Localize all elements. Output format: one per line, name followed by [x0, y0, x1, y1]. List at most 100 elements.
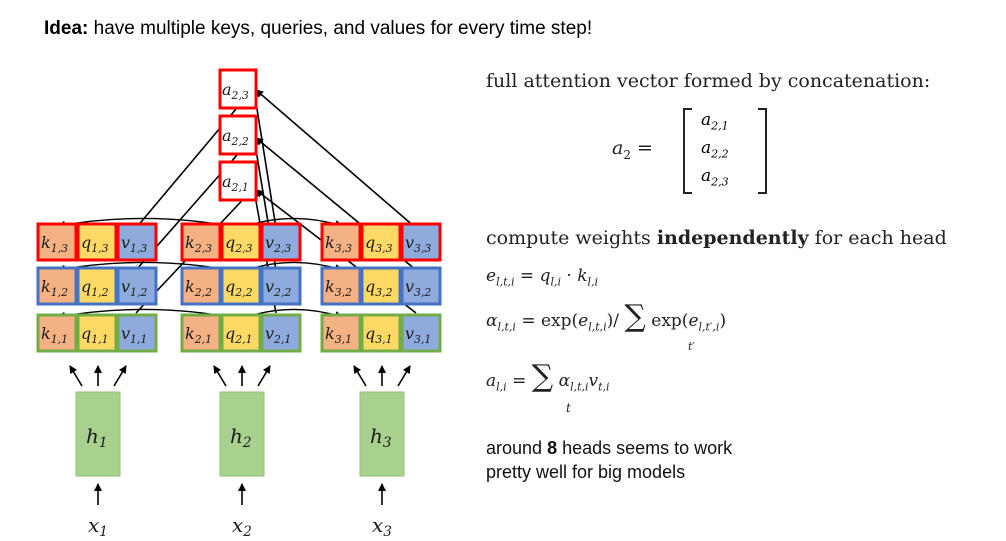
hidden-to-value-3: [397, 365, 411, 387]
cell-label-k-1-1: k1,1: [41, 324, 68, 346]
equation-e: el,t,i = ql,i · kl,i: [486, 266, 599, 289]
weights-bold: independently: [656, 227, 809, 249]
cell-label-v-2-3: v2,3: [265, 233, 291, 255]
cell-label-q-2-1: q2,1: [225, 324, 253, 346]
cell-label-q-1-3: q1,3: [81, 233, 109, 255]
output-label-2-1: a2,1: [222, 172, 249, 194]
cell-k-2-1: [180, 313, 222, 353]
heads-pre: around: [486, 438, 548, 458]
title-bold: Idea:: [44, 18, 89, 39]
cell-label-q-1-1: q1,1: [81, 324, 109, 346]
hidden-to-key-2: [213, 365, 227, 387]
weights-text: compute weights independently for each h…: [486, 227, 947, 249]
cell-q-3-3: [360, 222, 402, 262]
matrix-entry-1: a2,1: [701, 110, 729, 133]
cell-label-v-3-3: v3,3: [405, 233, 431, 255]
a2-lhs-base: a: [612, 137, 624, 159]
hidden-state-1: [75, 391, 121, 477]
cell-k-1-3: [36, 222, 78, 262]
cell-k-1-2: [36, 266, 78, 306]
cell-label-q-3-3: q3,3: [365, 233, 393, 255]
cell-label-k-3-1: k3,1: [325, 324, 352, 346]
cell-q-1-1: [76, 313, 118, 353]
a2-lhs-sub: 2: [623, 147, 631, 162]
cell-label-v-1-3: v1,3: [121, 233, 147, 255]
cell-k-2-2: [180, 266, 222, 306]
cell-v-2-2: [260, 266, 302, 306]
cell-label-v-2-1: v2,1: [265, 324, 291, 346]
cell-q-3-2: [360, 266, 402, 306]
cell-q-1-3: [76, 222, 118, 262]
output-a-2-3: [218, 68, 258, 110]
cell-q-1-2: [76, 266, 118, 306]
hidden-label-3: h3: [370, 424, 392, 451]
slide-title: Idea: have multiple keys, queries, and v…: [44, 18, 592, 40]
concat-text: full attention vector formed by concaten…: [486, 70, 931, 92]
cell-label-k-3-2: k3,2: [325, 277, 352, 299]
output-label-2-3: a2,3: [222, 80, 249, 102]
cell-label-k-2-3: k2,3: [185, 233, 212, 255]
cell-v-3-3: [400, 222, 442, 262]
heads-bold: 8: [547, 438, 558, 458]
cell-k-2-3: [180, 222, 222, 262]
heads-note: around 8 heads seems to work pretty well…: [486, 436, 732, 484]
cell-label-q-2-2: q2,2: [225, 277, 253, 299]
cell-label-k-1-2: k1,2: [41, 277, 68, 299]
cell-q-2-2: [220, 266, 262, 306]
a2-lhs: a2 =: [612, 137, 653, 162]
cell-k-3-3: [320, 222, 362, 262]
cell-label-v-3-1: v3,1: [405, 324, 431, 346]
hidden-label-1: h1: [86, 424, 108, 451]
cell-q-2-1: [220, 313, 262, 353]
matrix-entry-2: a2,2: [701, 138, 729, 161]
cell-label-v-1-1: v1,1: [121, 324, 147, 346]
output-a-2-2: [218, 114, 258, 156]
output-a-2-1: [218, 160, 258, 202]
input-label-2: x2: [232, 513, 252, 540]
cell-k-3-2: [320, 266, 362, 306]
cell-v-2-3: [260, 222, 302, 262]
heads-line2: pretty well for big models: [486, 462, 686, 482]
hidden-state-3: [359, 391, 405, 477]
value-to-output-r3-g3: [255, 89, 417, 229]
sum-index-tprime: t′: [688, 340, 695, 353]
weights-pre: compute weights: [486, 227, 657, 249]
hidden-to-key-1: [69, 365, 83, 387]
output-label-2-2: a2,2: [222, 126, 249, 148]
value-to-output-r3-g2: [251, 89, 277, 229]
equation-a: al,i = ∑ αl,t,ivt,i: [486, 359, 610, 394]
cell-label-q-3-2: q3,2: [365, 277, 393, 299]
attention-matrix: a2,1 a2,2 a2,3: [683, 108, 767, 194]
cell-label-v-1-2: v1,2: [121, 277, 147, 299]
cell-label-k-3-3: k3,3: [325, 233, 352, 255]
heads-post: heads seems to work: [557, 438, 733, 458]
value-to-output-r3-g1: [135, 89, 253, 229]
cell-label-q-2-3: q2,3: [225, 233, 253, 255]
equation-alpha: αl,t,i = exp(el,t,i)/ ∑ exp(el,t′,i): [486, 299, 727, 334]
cell-label-k-2-1: k2,1: [185, 324, 212, 346]
sum-index-t: t: [566, 401, 571, 415]
cell-v-1-2: [116, 266, 158, 306]
cell-q-2-3: [220, 222, 262, 262]
cell-v-2-1: [260, 313, 302, 353]
hidden-state-2: [219, 391, 265, 477]
key-query-value-grid: k1,3 q1,3 v1,3 k2,3 q2,3 v2,3 k3,3 q3,3 v3,3 k1,2…: [36, 222, 442, 353]
cell-k-3-1: [320, 313, 362, 353]
hidden-to-key-3: [353, 365, 367, 387]
cell-label-q-1-2: q1,2: [81, 277, 109, 299]
cell-q-3-1: [360, 313, 402, 353]
cell-label-k-1-3: k1,3: [41, 233, 68, 255]
input-label-3: x3: [372, 513, 392, 540]
cell-label-v-2-2: v2,2: [265, 277, 291, 299]
matrix-entry-3: a2,3: [701, 166, 729, 189]
cell-label-q-3-1: q3,1: [365, 324, 393, 346]
cell-v-1-3: [116, 222, 158, 262]
hidden-to-value-1: [113, 365, 127, 387]
cell-v-1-1: [116, 313, 158, 353]
hidden-to-value-2: [257, 365, 271, 387]
cell-k-1-1: [36, 313, 78, 353]
output-heads: a2,3 a2,2 a2,1: [218, 68, 258, 202]
cell-v-3-1: [400, 313, 442, 353]
